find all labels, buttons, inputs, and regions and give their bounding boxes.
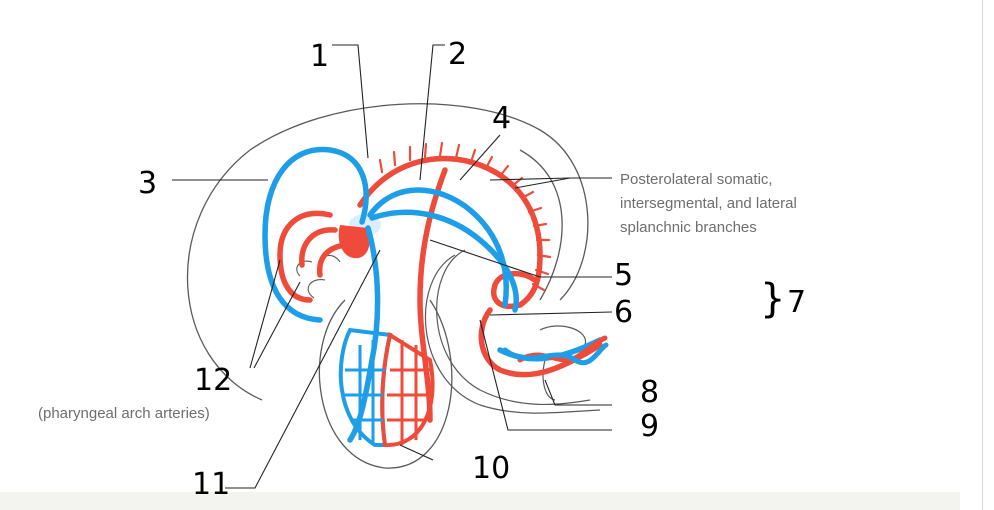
label-3: 3 bbox=[138, 166, 157, 201]
label-1: 1 bbox=[310, 39, 329, 74]
label-8: 8 bbox=[640, 375, 659, 410]
label-6: 6 bbox=[614, 295, 633, 330]
label-4: 4 bbox=[492, 101, 511, 136]
label-9: 9 bbox=[640, 409, 659, 444]
arterial-vessels bbox=[277, 155, 603, 423]
label-11: 11 bbox=[192, 467, 230, 502]
label-10: 10 bbox=[472, 451, 510, 486]
branches-label-line-3: splanchnic branches bbox=[620, 219, 757, 236]
right-edge-line bbox=[982, 0, 983, 510]
umbilical-cord bbox=[502, 335, 609, 366]
leader-lines bbox=[172, 44, 613, 489]
label-5: 5 bbox=[614, 258, 633, 293]
yolk-sac-outline bbox=[318, 299, 453, 469]
label-12: 12 bbox=[194, 363, 232, 398]
pharyngeal-label: (pharyngeal arch arteries) bbox=[38, 405, 210, 422]
label-7: 7 bbox=[787, 285, 806, 320]
embryo-outline bbox=[186, 103, 589, 401]
yolk-sac-plexus bbox=[338, 327, 435, 448]
label-2: 2 bbox=[448, 37, 467, 72]
bottom-band bbox=[0, 492, 960, 510]
branches-label-line-1: Posterolateral somatic, bbox=[620, 171, 773, 188]
brace: } bbox=[760, 276, 785, 322]
branches-label-line-2: intersegmental, and lateral bbox=[620, 195, 797, 212]
